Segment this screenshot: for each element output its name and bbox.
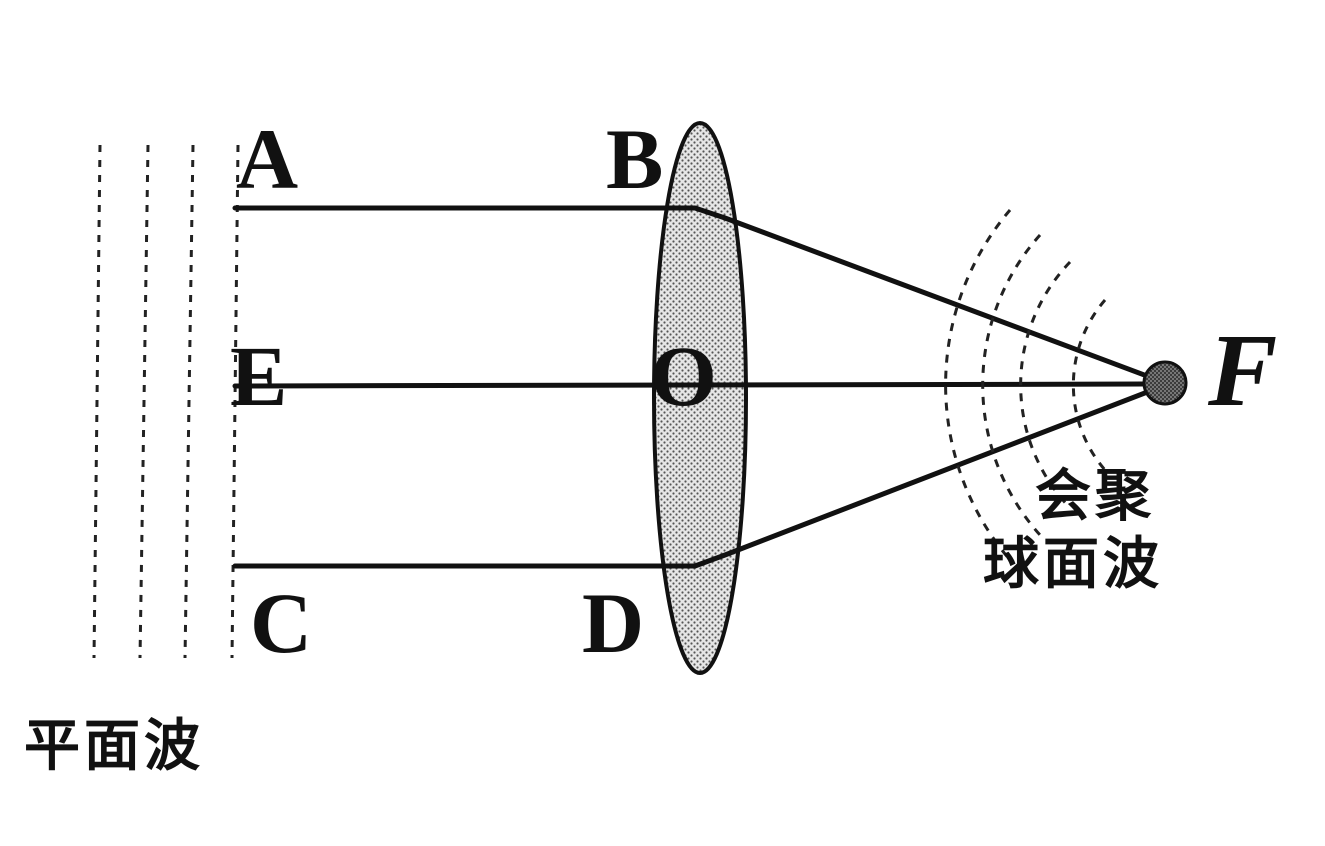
caption-plane-wave: 平面波	[24, 714, 204, 779]
caption-spherical-wave: 球面波	[983, 532, 1163, 597]
label-B: B	[606, 111, 663, 207]
plane-wavefront-3	[183, 144, 195, 659]
label-F: F	[1207, 313, 1277, 428]
spherical-wavefront-4	[1071, 299, 1107, 471]
plane-wavefronts	[92, 144, 240, 659]
spherical-wavefront-1	[944, 209, 1012, 561]
plane-wavefront-4	[230, 144, 240, 659]
ray-bottom	[232, 383, 1166, 569]
label-A: A	[236, 111, 298, 207]
ray-top	[232, 205, 1166, 385]
spherical-wavefronts	[944, 209, 1107, 561]
caption-converging: 会聚	[1035, 464, 1155, 529]
ray-axis	[232, 381, 1166, 389]
convex-lens	[652, 121, 748, 675]
plane-wavefront-1	[92, 144, 102, 659]
label-E: E	[230, 328, 287, 424]
focal-point-dot	[1142, 360, 1188, 406]
spherical-wavefront-3	[1019, 260, 1072, 510]
label-O: O	[650, 328, 717, 424]
plane-wavefront-2	[138, 144, 150, 659]
spherical-wavefront-2	[981, 234, 1042, 536]
label-D: D	[582, 575, 644, 671]
light-rays	[232, 205, 1166, 569]
label-C: C	[250, 575, 312, 671]
